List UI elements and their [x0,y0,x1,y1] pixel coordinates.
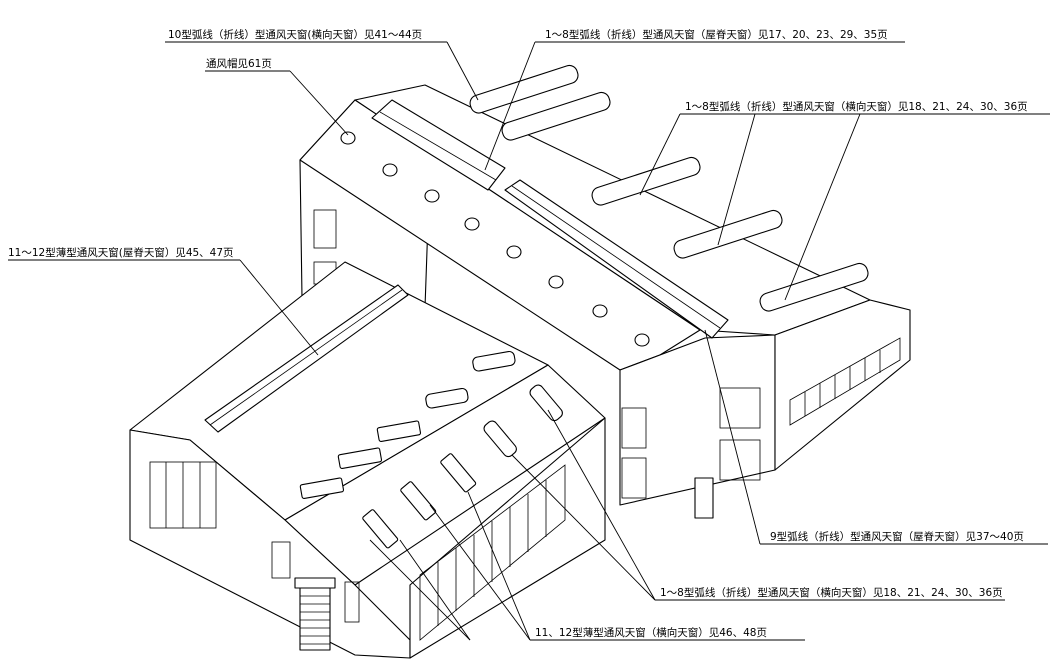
leader-lines [8,41,1050,641]
window [313,209,337,249]
callout-1-8-cross-ventilator-bottom: 1～8型弧线（折线）型通风天窗（横向天窗）见18、21、24、30、36页 [660,586,1003,599]
low-building-window-band [419,464,566,641]
ventilation-cap [340,131,650,347]
window [719,439,761,481]
ridge-ventilator-upper [371,99,506,191]
low-building [129,261,606,659]
window [719,387,761,429]
door-hood [694,477,714,519]
callout-9-ridge-ventilator: 9型弧线（折线）型通风天窗（屋脊天窗）见37～40页 [770,530,1024,543]
window [621,407,647,449]
callout-labels: 10型弧线（折线）型通风天窗(横向天窗）见41～44页 通风帽见61页 1～8型… [8,28,1028,639]
gable-windows [149,461,360,623]
annex-wall [774,299,911,471]
callout-11-12-thin-ridge-ventilator: 11～12型薄型通风天窗(屋脊天窗）见45、47页 [8,246,234,259]
thin-cross-ventilator [299,350,563,549]
callout-1-8-ridge-ventilator: 1～8型弧线（折线）型通风天窗（屋脊天窗）见17、20、23、29、35页 [545,28,888,41]
rolling-door [294,577,336,651]
low-building-side-wall [409,417,606,659]
thin-ridge-ventilator [204,284,409,433]
tall-building-roof-left [299,99,701,371]
cross-ventilator [469,64,869,312]
callout-11-12-thin-cross-ventilator: 11、12型薄型通风天窗（横向天窗）见46、48页 [535,626,767,639]
callout-1-8-cross-ventilator-top: 1～8型弧线（折线）型通风天窗（横向天窗）见18、21、24、30、36页 [685,100,1028,113]
window [621,457,647,499]
callout-ventilation-cap: 通风帽见61页 [206,57,272,70]
callout-10-cross-ventilator: 10型弧线（折线）型通风天窗(横向天窗）见41～44页 [168,28,422,41]
ridge-ventilator-lower [504,179,729,339]
annex-window-band [789,337,901,426]
